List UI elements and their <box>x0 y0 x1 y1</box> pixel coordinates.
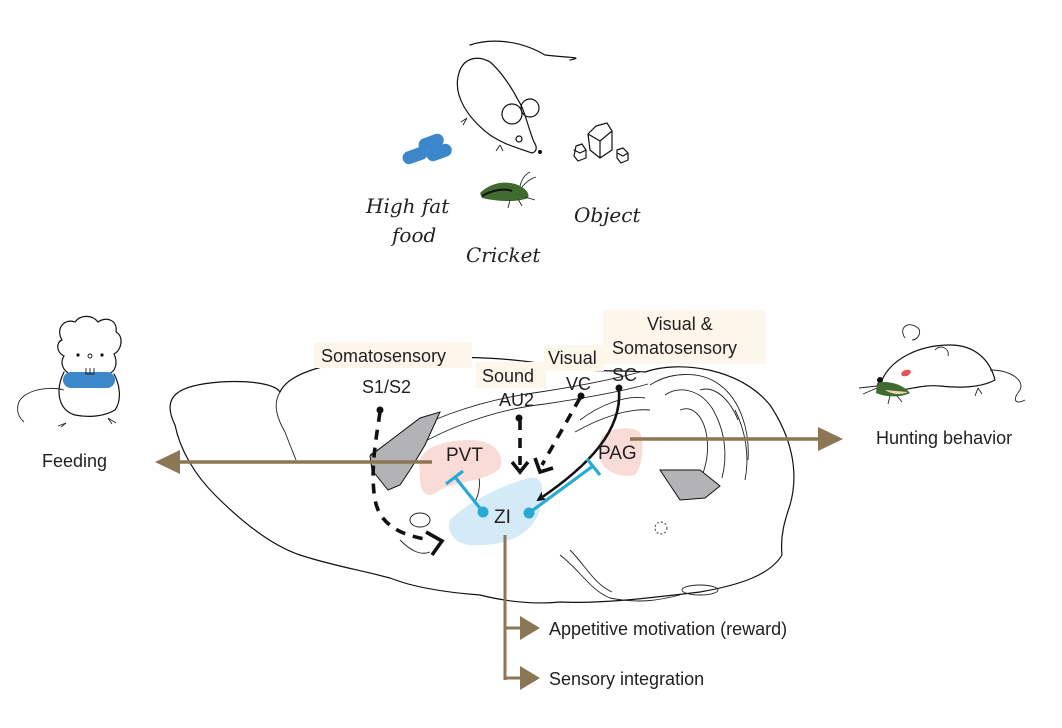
hunting-arrowhead <box>818 427 843 451</box>
vc-label: VC <box>566 374 591 394</box>
sound-label: Sound <box>482 366 534 386</box>
somatosensory-label: Somatosensory <box>321 346 446 366</box>
pvt-label: PVT <box>446 445 483 466</box>
hunting-behavior-label: Hunting behavior <box>876 428 1012 448</box>
exploring-mouse-icon <box>456 40 577 154</box>
object-icon <box>573 122 629 164</box>
object-label: Object <box>574 203 641 227</box>
top-panel: High fat food Cricket Object <box>365 40 641 267</box>
high-fat-food-icon <box>402 133 452 165</box>
food-label-line2: food <box>390 223 436 247</box>
sensory-integration-label: Sensory integration <box>549 669 704 689</box>
pvt-region <box>419 440 502 495</box>
visual-and-label: Visual & <box>647 314 713 334</box>
hunting-mouse-icon <box>858 324 1026 405</box>
brain-sagittal-outline <box>169 356 795 604</box>
au2-label: AU2 <box>499 390 534 410</box>
feeding-arrowhead <box>155 450 180 474</box>
feeding-label: Feeding <box>42 451 107 471</box>
pag-label: PAG <box>598 443 637 464</box>
zi-label: ZI <box>494 507 511 528</box>
appetitive-motivation-label: Appetitive motivation (reward) <box>549 619 787 639</box>
zi-region <box>449 477 543 546</box>
cricket-icon <box>480 171 537 209</box>
somatosensory-label-2: Somatosensory <box>612 338 737 358</box>
sc-label: SC <box>612 365 637 385</box>
food-label-line1: High fat <box>365 194 450 218</box>
appetitive-arrowhead <box>520 616 540 640</box>
s1s2-label: S1/S2 <box>362 377 411 397</box>
inhibitory-projections <box>445 457 602 519</box>
feeding-mouse-icon <box>17 315 122 428</box>
cricket-label: Cricket <box>466 243 541 267</box>
visual-label: Visual <box>548 348 597 368</box>
sensory-integration-arrowhead <box>520 666 540 690</box>
sensory-input-labels: Somatosensory S1/S2 Sound AU2 Visual VC … <box>314 310 765 410</box>
projections <box>371 384 623 557</box>
output-arrows <box>155 427 843 690</box>
